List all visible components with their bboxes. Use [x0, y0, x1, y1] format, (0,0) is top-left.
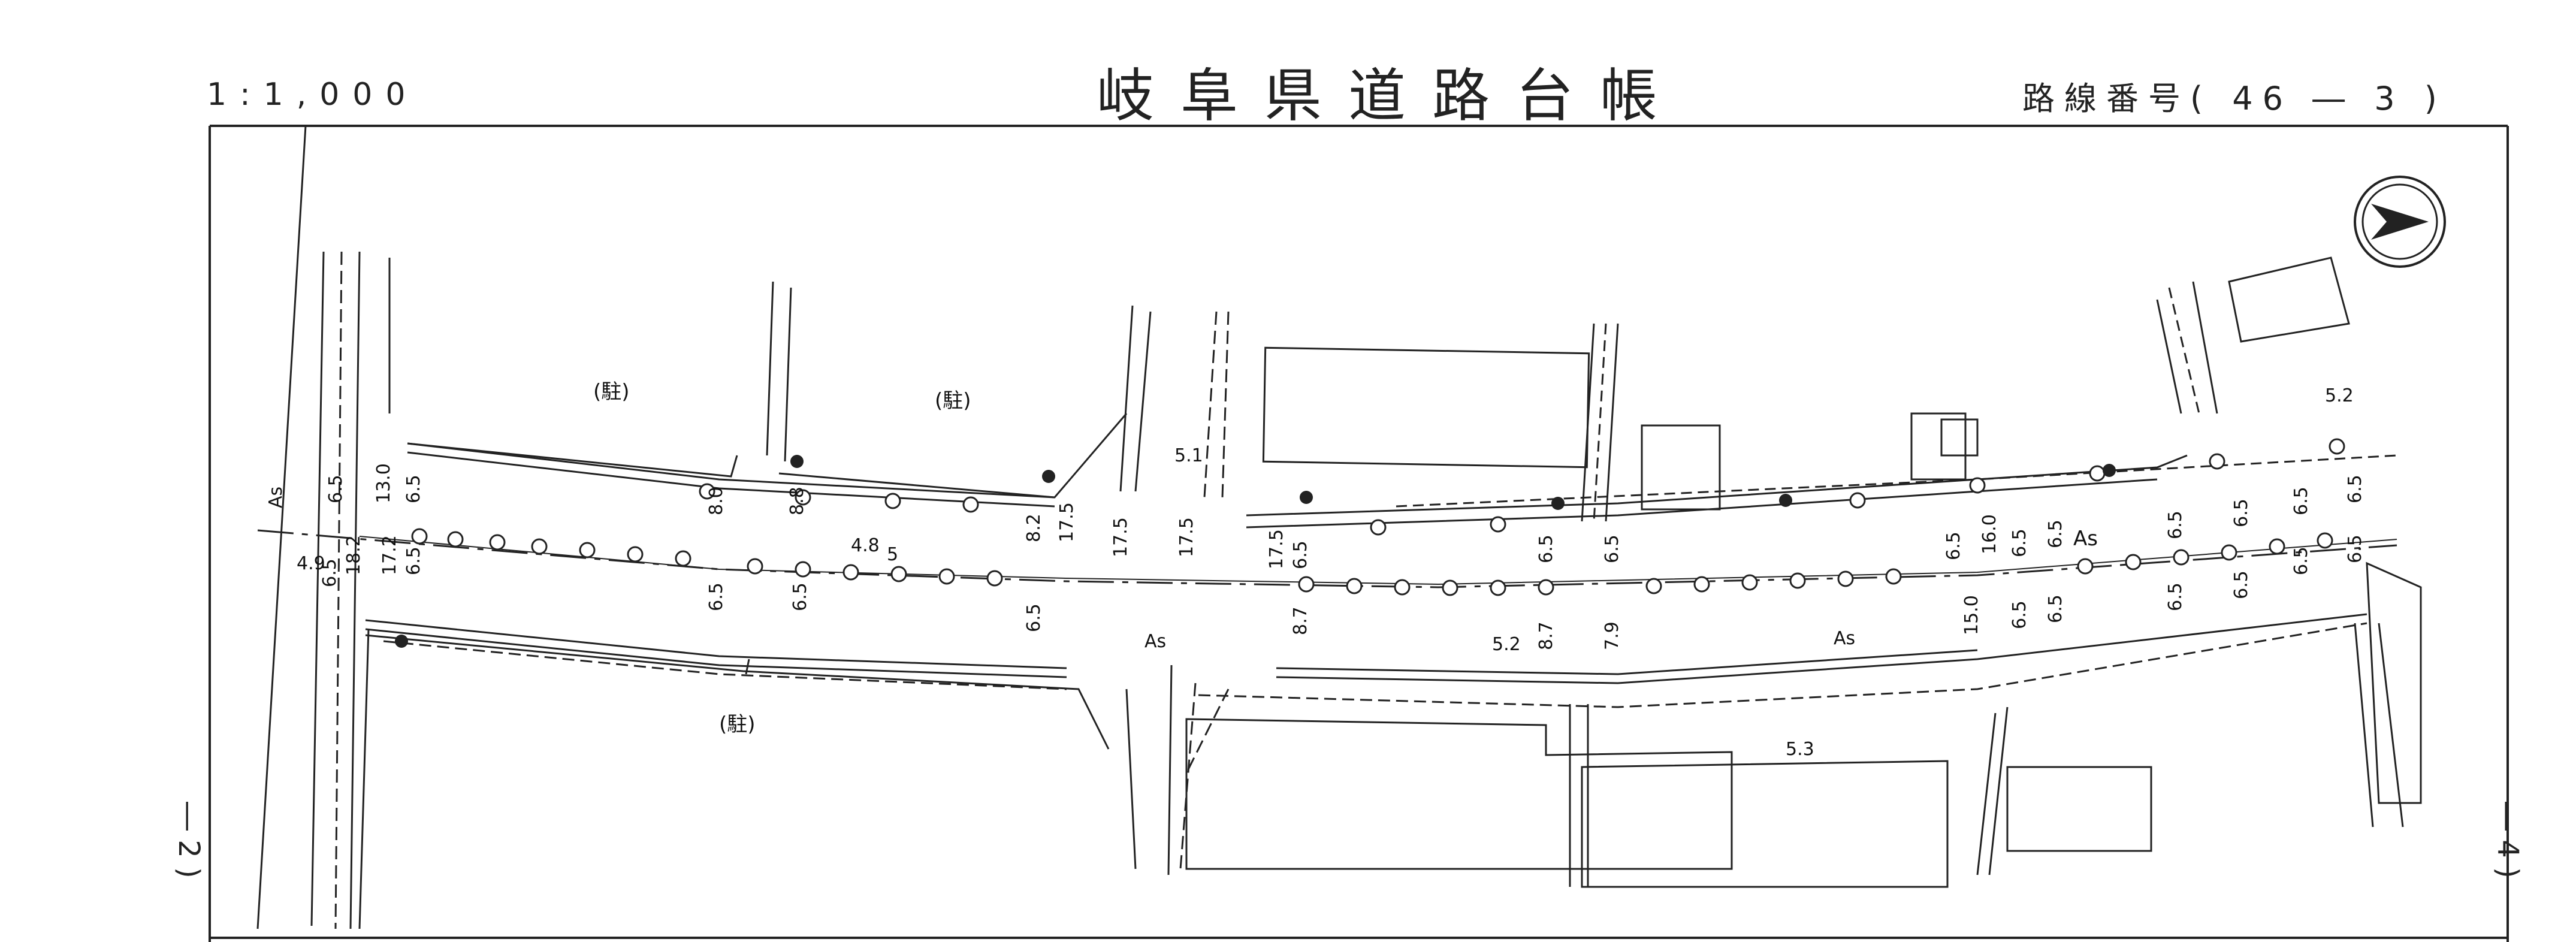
- svg-text:6.5: 6.5: [2045, 594, 2066, 623]
- building-6: [1581, 760, 1949, 888]
- svg-text:6.5: 6.5: [2165, 511, 2186, 539]
- parking-label-2: (駐): [935, 389, 971, 413]
- svg-text:6.5: 6.5: [325, 475, 346, 503]
- svg-text:6.5: 6.5: [790, 582, 811, 611]
- svg-text:6.5: 6.5: [2291, 487, 2312, 515]
- svg-text:6.5: 6.5: [1536, 535, 1557, 563]
- dimension-labels: 6.5 13.0 6.5 18.2 17.2 6.5 6.5 4.9 8.0 8…: [297, 385, 2366, 760]
- svg-text:6.5: 6.5: [1943, 532, 1964, 560]
- svg-text:15.0: 15.0: [1961, 595, 1982, 635]
- cross-street-3: [1569, 323, 1619, 887]
- road-edge-north: [407, 442, 2188, 517]
- svg-text:8.7: 8.7: [1536, 621, 1557, 650]
- svg-text:18.2: 18.2: [343, 535, 364, 575]
- svg-text:17.5: 17.5: [1056, 502, 1077, 542]
- surface-label-1: As: [265, 487, 286, 508]
- svg-text:8.2: 8.2: [1023, 514, 1044, 542]
- building-3: [1910, 412, 1967, 481]
- sheet-frame: [209, 125, 2509, 942]
- svg-text:8.7: 8.7: [1290, 606, 1311, 635]
- svg-text:6.5: 6.5: [2009, 529, 2030, 557]
- svg-text:6.5: 6.5: [1023, 603, 1044, 632]
- parking-block-3: [365, 634, 1110, 750]
- cross-street-1: [256, 125, 391, 929]
- svg-text:6.5: 6.5: [2165, 582, 2186, 611]
- cross-street-4: [1976, 281, 2404, 875]
- north-arrow-icon: [2354, 176, 2446, 268]
- svg-text:5.2: 5.2: [2325, 385, 2354, 406]
- sheet-title: 岐阜県道路台帳: [1097, 62, 1684, 129]
- road-lane-line: [359, 536, 2397, 585]
- building-1: [1262, 346, 1590, 469]
- svg-text:6.5: 6.5: [706, 582, 727, 611]
- building-8: [2228, 256, 2350, 343]
- svg-text:6.5: 6.5: [403, 547, 424, 575]
- road-edge-north-inner: [407, 451, 2158, 529]
- svg-text:8.8: 8.8: [787, 487, 808, 515]
- svg-text:6.5: 6.5: [403, 475, 424, 503]
- svg-text:17.5: 17.5: [1110, 517, 1131, 557]
- utility-poles: [411, 438, 2345, 596]
- building-4: [1940, 418, 1979, 457]
- svg-text:6.5: 6.5: [1290, 541, 1311, 569]
- svg-text:16.0: 16.0: [1979, 514, 2000, 554]
- building-5: [1185, 718, 1733, 870]
- svg-text:7.9: 7.9: [1602, 621, 1623, 650]
- road-edge-south-dashed: [383, 622, 2367, 708]
- svg-text:6.5: 6.5: [1602, 535, 1623, 563]
- parking-label-3: (駐): [719, 712, 756, 736]
- svg-text:5.3: 5.3: [1786, 739, 1814, 760]
- signal-poles: [395, 455, 2116, 648]
- svg-text:5.2: 5.2: [1492, 634, 1521, 655]
- svg-text:4.8: 4.8: [851, 535, 880, 556]
- svg-text:6.5: 6.5: [2231, 499, 2252, 527]
- parking-label-1: (駐): [593, 380, 630, 404]
- surface-label-2: As: [1144, 631, 1166, 652]
- svg-text:13.0: 13.0: [373, 463, 394, 503]
- svg-text:17.5: 17.5: [1176, 517, 1197, 557]
- surface-label-4: As: [2073, 527, 2098, 551]
- parking-block-2: [778, 413, 1128, 499]
- svg-text:17.2: 17.2: [379, 535, 400, 575]
- road-edge-south-inner: [365, 619, 1978, 675]
- svg-text:6.5: 6.5: [2345, 535, 2366, 563]
- svg-text:6.5: 6.5: [2291, 547, 2312, 575]
- svg-text:6.5: 6.5: [2231, 570, 2252, 599]
- surface-label-3: As: [1834, 628, 1855, 649]
- building-9: [2366, 561, 2422, 804]
- svg-text:6.5: 6.5: [2009, 600, 2030, 629]
- building-7: [2006, 766, 2152, 852]
- road-edge-south: [365, 613, 2367, 684]
- cross-street-2: [745, 281, 1173, 875]
- svg-text:5: 5: [887, 544, 898, 565]
- svg-text:4.9: 4.9: [297, 553, 325, 574]
- route-number: 路線番号( 46 ― 3 ): [2022, 80, 2447, 117]
- parking-block-1: [407, 442, 738, 478]
- road-edge-north-inner2: [1396, 454, 2397, 508]
- building-2: [1641, 424, 1721, 511]
- scale-label: 1:1,000: [207, 77, 419, 113]
- svg-text:8.0: 8.0: [706, 487, 727, 515]
- svg-text:6.5: 6.5: [319, 558, 340, 587]
- svg-text:6.5: 6.5: [2345, 475, 2366, 503]
- svg-text:17.5: 17.5: [1266, 529, 1287, 569]
- svg-text:5.1: 5.1: [1174, 445, 1203, 466]
- svg-text:6.5: 6.5: [2045, 520, 2066, 548]
